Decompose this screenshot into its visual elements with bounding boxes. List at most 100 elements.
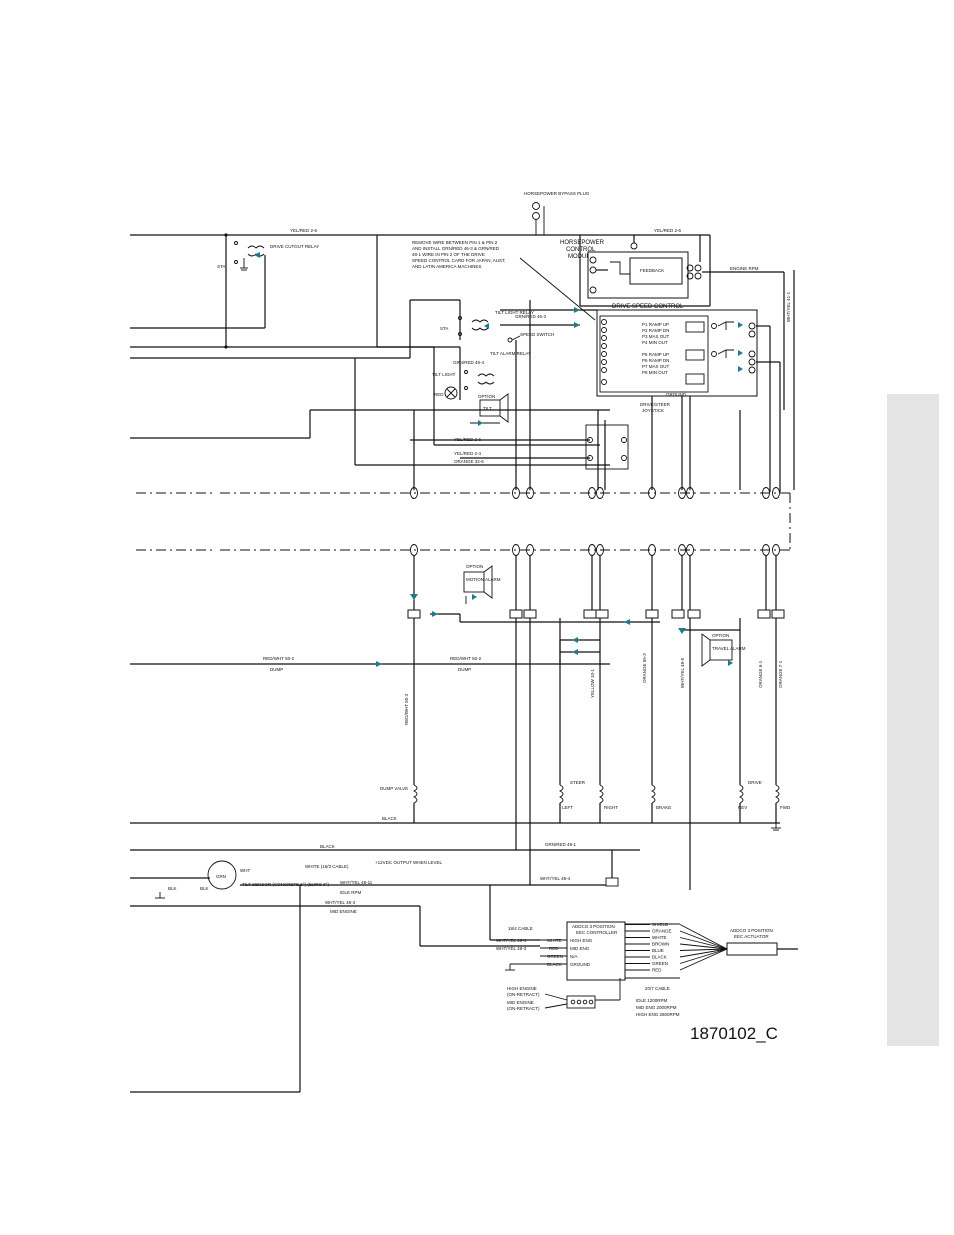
tilt-sensor-blk-2: BLK	[200, 886, 209, 891]
drive-cutout-relay: DRIVE CUTOUT RELAY STA	[217, 233, 319, 349]
connector-pin	[410, 487, 418, 499]
rpm-high: HIGH ENG 2800RPM	[636, 1012, 680, 1017]
addco-actuator-label: ADDCO 3 POSITION	[730, 928, 773, 933]
vertical-wires-lower	[413, 556, 777, 890]
terminal-block	[407, 609, 421, 619]
wire-label-yel-red-right: YEL/RED 2-6	[654, 228, 682, 233]
actuator-wire-label: SHIELD	[652, 922, 669, 927]
tilt-sensor: GRN WHT BLK BLK TILT SENSOR (CONCRETE 5°…	[155, 860, 329, 899]
dsc-pin-6: P6 RAMP DN	[642, 358, 669, 363]
connector-pin	[772, 544, 780, 556]
wht-yel-48-3-label: WHT/YEL 48-3	[325, 900, 356, 905]
ctrl-wire-black: BLACK	[547, 962, 562, 967]
engine-rpm-label: ENGINE RPM	[730, 266, 759, 271]
white-cable-label: WHITE (16/3 CABLE)	[305, 864, 349, 869]
horsepower-control-module: HORSEPOWER CONTROL MODULE FEEDBACK	[560, 235, 702, 299]
high-engine-label-2: (ON-RETRACT)	[507, 992, 540, 997]
travel-alarm-label: TRAVEL ALARM	[712, 646, 746, 651]
hp-module-label: HORSEPOWER	[560, 240, 605, 246]
drawing-number: 1870102_C	[690, 1024, 778, 1043]
tilt-light-relay: TILT LIGHT RELAY STA	[440, 300, 534, 340]
actuator-wire	[679, 924, 728, 950]
addco-controller-label: ADDCO 3 POSITION	[572, 924, 615, 929]
terminal-block	[645, 609, 659, 619]
connector-pin	[678, 487, 686, 499]
ctrl-wire-white: WHITE	[547, 938, 562, 943]
vertical-wires-upper	[354, 235, 741, 490]
orange-6-1-label: ORANGE 6-1	[758, 660, 763, 688]
actuator-wire	[679, 948, 728, 971]
dsc-pin-2: P2 RAMP DN	[642, 328, 669, 333]
connector-pin	[526, 487, 534, 499]
ctrl-pin-ground: GROUND	[570, 962, 591, 967]
tilt-alarm-relay-label: TILT ALARM RELAY	[490, 351, 531, 356]
ctrl-pin-high: HIGH ENG	[570, 938, 593, 943]
actuator-wire-label: GREEN	[652, 961, 668, 966]
dsc-pin-7: P7 MAX OUT	[642, 364, 670, 369]
actuator-wire-label: WHITE	[652, 935, 667, 940]
ctrl-pin-mid: MID ENG	[570, 946, 590, 951]
actuator-wire-label: ORANGE	[652, 929, 672, 934]
connector-pin	[526, 544, 534, 556]
dump-label-left: DUMP	[270, 667, 283, 672]
red-wht-50-2-right: RED/WHT 50-2	[450, 656, 482, 661]
ctrl-pin-na: N/A	[570, 954, 578, 959]
connector-pin	[762, 544, 770, 556]
tilt-light-relay-label: TILT LIGHT RELAY	[495, 310, 534, 315]
joystick-label-2: JOYSTICK	[642, 408, 664, 413]
actuator-wire-label: BLACK	[652, 955, 667, 960]
tilt-light-label: TILT LIGHT	[432, 372, 456, 377]
connector-row-bottom	[136, 544, 790, 556]
wht-yel-48-11-label: WHT/YEL 48-11	[340, 880, 373, 885]
connector-pin	[686, 544, 694, 556]
tilt-sensor-wht: WHT	[240, 868, 250, 873]
connector-pin	[762, 487, 770, 499]
coils	[412, 784, 780, 823]
yel-red-2-6-mid: YEL/RED 2-6	[454, 437, 482, 442]
fwd-label: FWD	[780, 805, 791, 810]
connector-pin	[772, 487, 780, 499]
dsc-pin-3: P3 MAX OUT	[642, 334, 670, 339]
wire-label-yel-red-top: YEL/RED 2-6	[290, 228, 318, 233]
terminal-block	[583, 609, 597, 619]
option-label-3: OPTION	[712, 633, 729, 638]
terminal-block	[671, 609, 685, 619]
addco-actuator-label-2: EEC ACTUATOR	[734, 934, 769, 939]
terminal-block	[687, 609, 701, 619]
option-label-2: OPTION	[466, 564, 483, 569]
actuator-wire	[679, 930, 728, 950]
tilt-alarm-relay: TILT ALARM RELAY GRN/RED 48-4	[453, 347, 531, 400]
connector-pin	[596, 544, 604, 556]
hp-module-label-2: CONTROL	[566, 247, 596, 253]
high-engine-label: HIGH ENGINE	[507, 986, 537, 991]
remove-wire-note: REMOVE WIRE BETWEEN PIN 1 & PIN 2 AND IN…	[412, 240, 507, 269]
left-label: LEFT	[562, 805, 573, 810]
orange-7-1-label: ORANGE 7-1	[778, 660, 783, 688]
connector-pin	[648, 487, 656, 499]
actuator-wire	[679, 948, 728, 958]
rpm-idle: IDLE 1200RPM	[636, 998, 668, 1003]
yellow-10-1-label: YELLOW 10-1	[590, 668, 595, 698]
hp-module-label-3: MODULE	[568, 254, 594, 260]
engine-select: HIGH ENGINE (ON-RETRACT) MID ENGINE (ON-…	[507, 978, 621, 1011]
rev-label: REV	[738, 805, 747, 810]
addco-controller: ADDCO 3 POSITION EEC CONTROLLER HIGH ENG…	[505, 921, 626, 981]
speed-switch: GRN/RED 46-3 SPEED SWITCH	[500, 307, 597, 343]
drive-speed-control: DRIVE SPEED CONTROL P1 RAMP UP P2 RAMP D…	[596, 304, 758, 397]
drive-speed-control-label: DRIVE SPEED CONTROL	[612, 304, 684, 310]
dsc-pin-list: P1 RAMP UP P2 RAMP DN P3 MAX OUT P4 MIN …	[642, 322, 670, 375]
brake-label: BRAKE	[656, 805, 671, 810]
terminal-block	[595, 609, 609, 619]
black-label-2: BLACK	[320, 844, 335, 849]
connector-pin	[512, 544, 520, 556]
wht-yel-48-4-label: WHT/YEL 48-4	[540, 876, 571, 881]
connector-pin	[678, 544, 686, 556]
mid-engine-label-2: MID ENGINE	[507, 1000, 534, 1005]
cable-20-7-label: 20/7 CABLE	[645, 986, 670, 991]
black-label-ground: BLACK	[382, 816, 397, 821]
dsc-ground-label: GROUND	[666, 392, 687, 397]
terminal-block	[771, 609, 785, 619]
actuator-wire	[679, 948, 728, 964]
